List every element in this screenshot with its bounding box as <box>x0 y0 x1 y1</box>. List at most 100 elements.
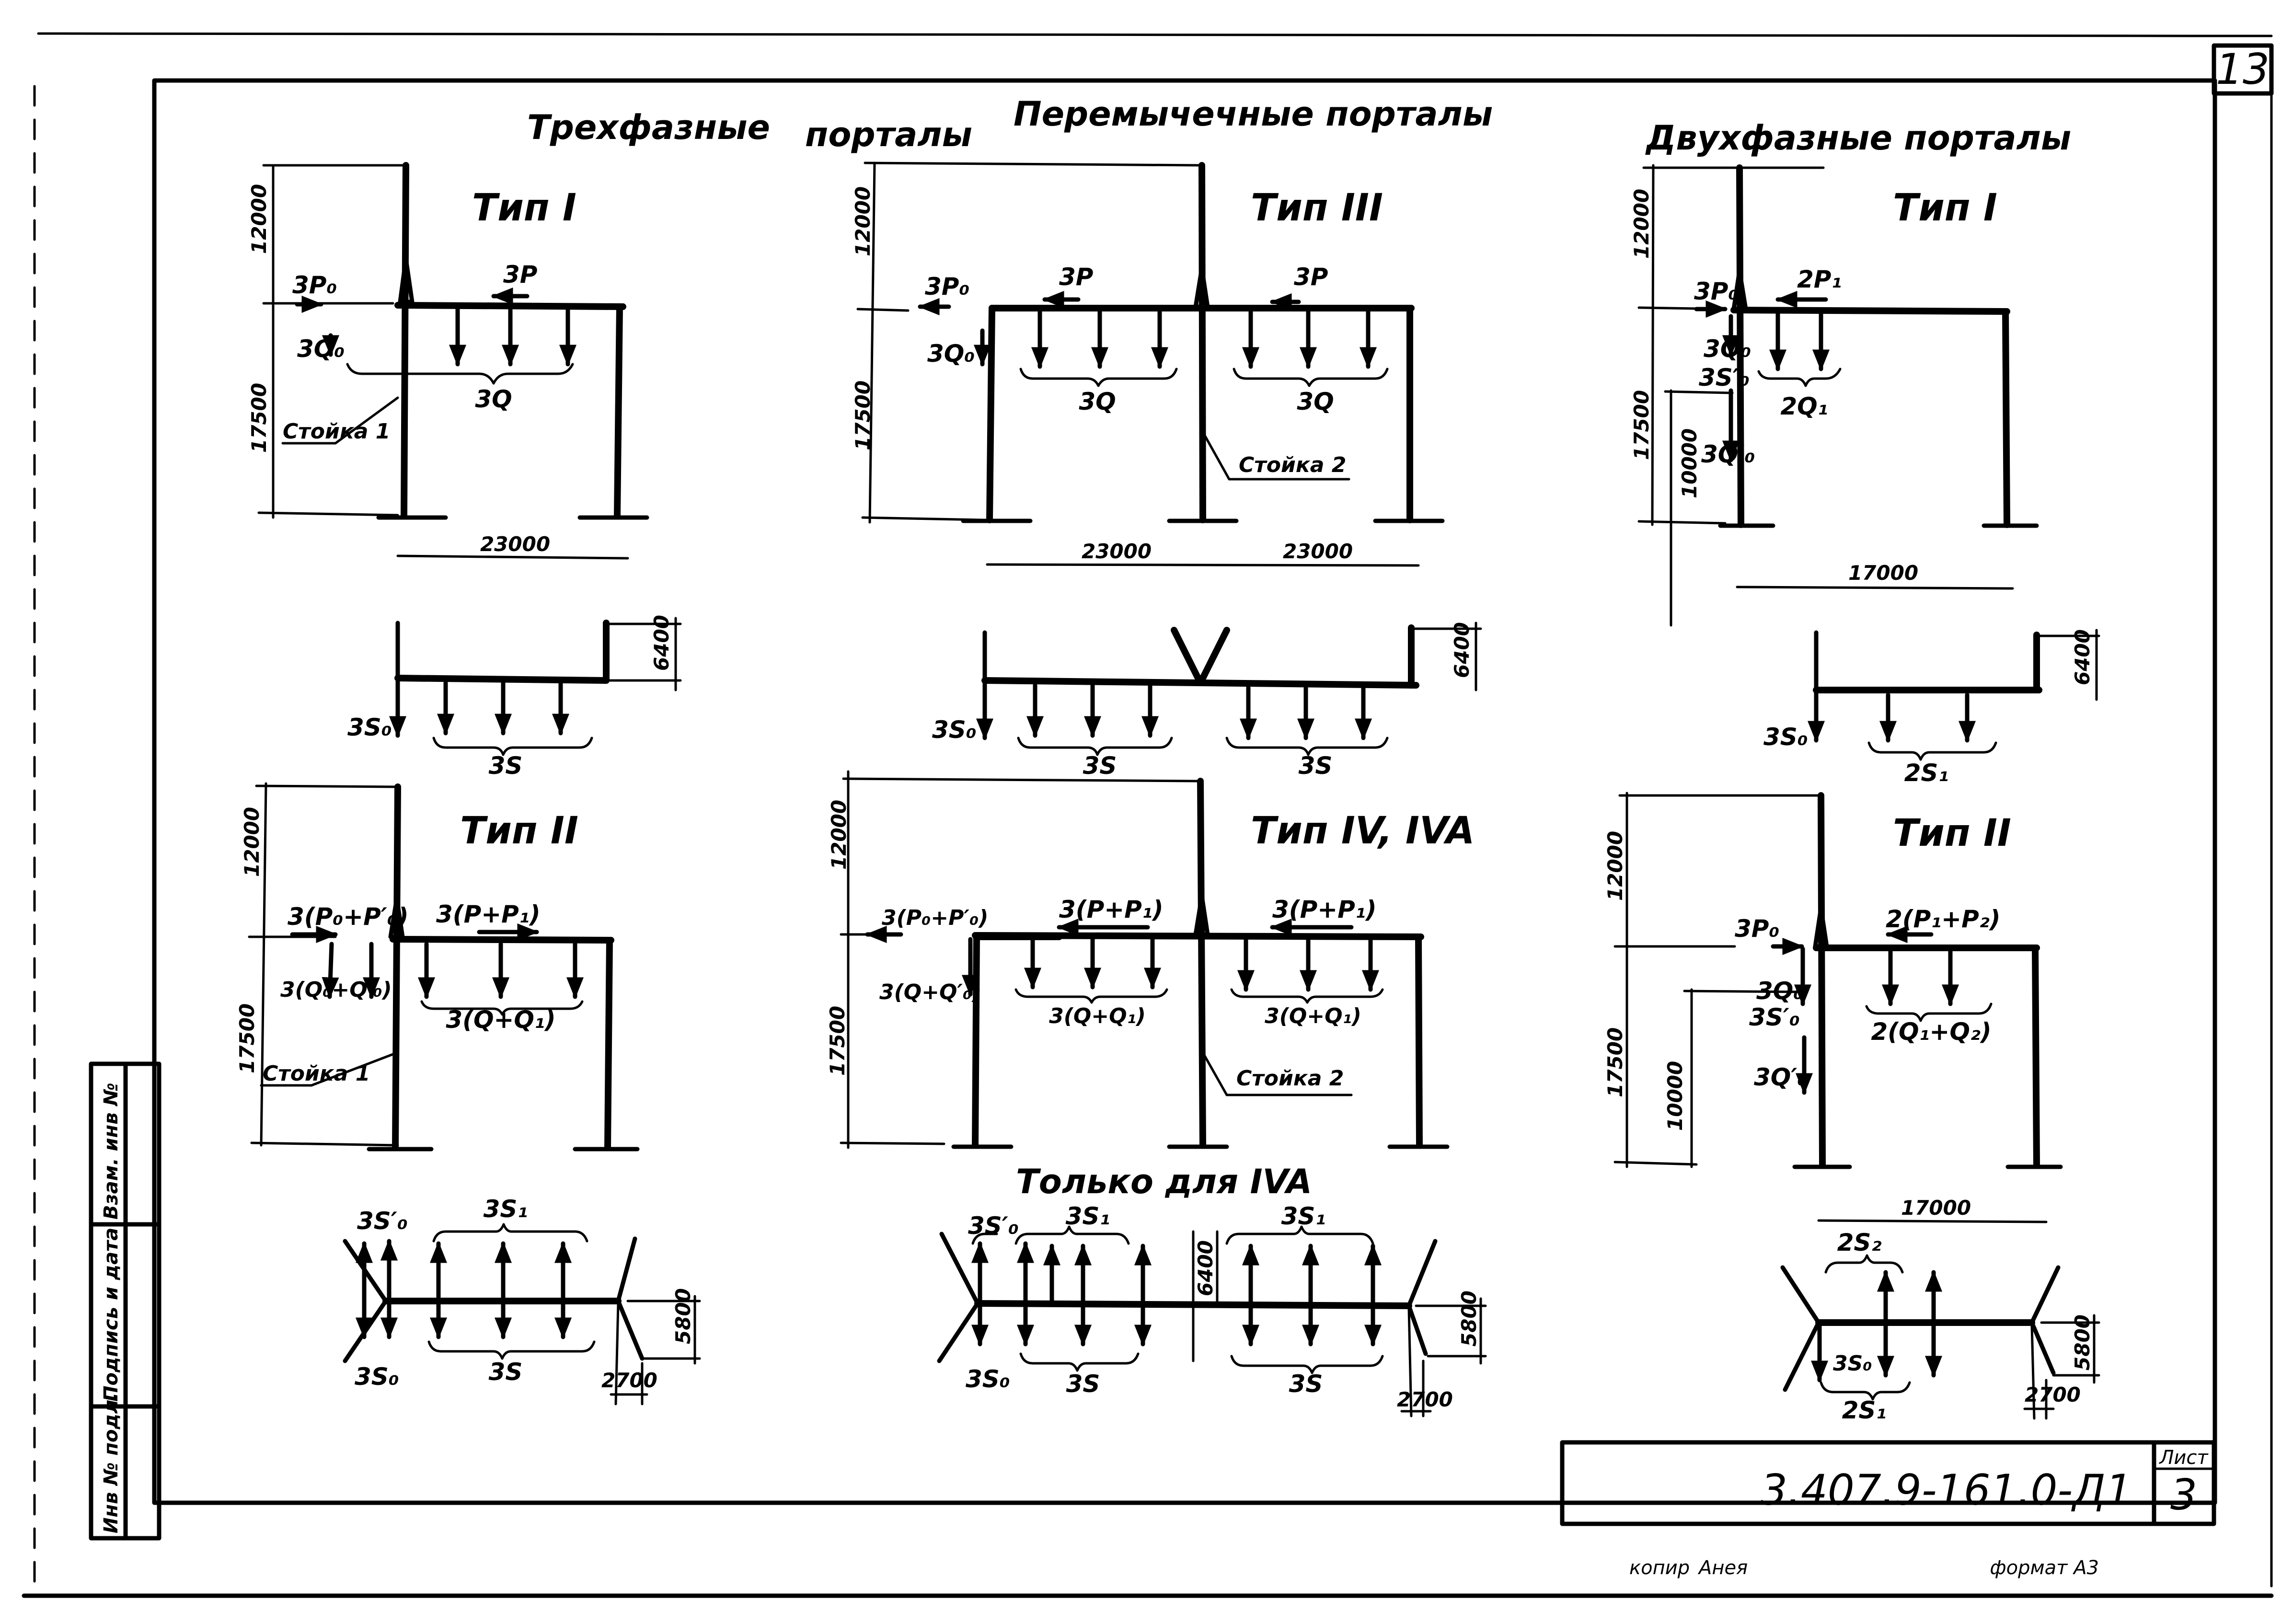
load-p0: 3(P₀+P′₀) <box>882 906 988 930</box>
copied-by: Анея <box>1697 1557 1748 1579</box>
sketch-s1: 3S₁ <box>484 1195 528 1223</box>
dim-main: 17500 <box>235 1003 259 1073</box>
sketch-height: 6400 <box>1450 622 1474 678</box>
dim-top: 12000 <box>1630 189 1653 259</box>
load-p0: 3P₀ <box>292 271 337 299</box>
dim-top: 12000 <box>827 800 851 870</box>
load-q0: 3Q₀ <box>297 335 345 363</box>
sketch-s: 3S <box>489 752 523 780</box>
page-number-box: 13 <box>2212 43 2274 96</box>
load-q: 3(Q+Q₁) <box>446 1006 555 1034</box>
load-p0: 3(P₀+P′₀) <box>288 903 409 931</box>
post-label: Стойка 2 <box>1239 453 1346 477</box>
load-p-right: 3(P+P₁) <box>1272 896 1377 923</box>
panel-two-phase-type-1: Тип I 12000 17500 10000 17000 3P₀ 2P₁ 3Q… <box>1630 164 2039 627</box>
sketch-s2: 2S₂ <box>1837 1229 1882 1256</box>
load-q0: 3(Q₀+Q′₀) <box>280 978 392 1002</box>
page-number: 13 <box>2216 45 2270 94</box>
panel-title: Тип II <box>1893 812 2011 855</box>
load-p: 3(P+P₁) <box>436 900 541 928</box>
sketch-s0: 3S₀ <box>966 1365 1010 1393</box>
load-q0: 3Q₀ <box>927 340 975 368</box>
dim-span-1: 23000 <box>1082 540 1152 563</box>
sketch-s: 3S <box>489 1358 523 1386</box>
heading-jumper-portals: Перемычечные порталы <box>1014 94 1493 134</box>
dim-low: 10000 <box>1663 1061 1687 1131</box>
load-q0: 3Q₀ <box>1704 335 1751 363</box>
heading-three-phase: Трехфазные <box>527 108 770 147</box>
load-p0: 3P₀ <box>1694 277 1739 305</box>
sketch-height: 6400 <box>650 615 673 671</box>
sketch-s-left: 3S <box>1083 752 1117 780</box>
sketch-jumper-1: 6400 3S₀ 3S 3S <box>932 622 1482 780</box>
load-p-right: 3P <box>1294 263 1328 291</box>
sketch-s0: 3S₀ <box>1763 723 1808 751</box>
heading-only-for-iva: Только для IVA <box>1016 1162 1312 1201</box>
dim-main: 17500 <box>247 383 271 453</box>
sketch-s0-prime: 3S′₀ <box>968 1212 1019 1240</box>
sheet-label: Лист <box>2158 1447 2209 1469</box>
load-p0: 3P₀ <box>925 273 969 300</box>
side-stamp-signature: Подпись и дата <box>100 1228 122 1402</box>
heading-two-phase-portals: Двухфазные порталы <box>1645 118 2071 158</box>
sketch-height-mid: 6400 <box>1194 1240 1217 1296</box>
dim-span: 17000 <box>1901 1196 1971 1220</box>
title-block: Лист 3 3.407.9-161.0-Д1 копир Анея форма… <box>1560 1440 2216 1579</box>
sketch-three-phase-2: 3S′₀ 3S₁ 3S₀ 3S 5800 2700 <box>343 1195 701 1405</box>
sketch-height: 5800 <box>671 1288 695 1344</box>
heading-three-phase-portals: порталы <box>805 115 972 154</box>
dim-top: 12000 <box>851 186 875 256</box>
load-q12: 2(Q₁+Q₂) <box>1871 1018 1991 1046</box>
sketch-width: 2700 <box>601 1369 657 1392</box>
sketch-s1: 2S₁ <box>1904 759 1949 787</box>
dim-top: 12000 <box>1603 831 1627 901</box>
sketch-s0: 3S₀ <box>932 716 977 744</box>
sketch-s-right: 3S <box>1289 1370 1323 1398</box>
sketch-s0: 3S₀ <box>355 1363 399 1391</box>
post-label: Стойка 2 <box>1236 1066 1344 1091</box>
load-q0: 3(Q+Q′₀) <box>879 980 981 1004</box>
sketch-s0: 3S₀ <box>347 714 392 741</box>
sketch-three-phase-1: 6400 3S₀ 3S <box>347 615 682 780</box>
panel-three-phase-type-1: Тип I 12000 17500 23000 3P₀ 3P 3Q₀ 3Q <box>247 162 649 560</box>
side-stamp: Инв № подл. Подпись и дата Взам. инв № <box>89 1061 161 1541</box>
dim-main: 17500 <box>826 1006 849 1076</box>
panel-title: Тип III <box>1251 186 1383 230</box>
panel-title: Тип I <box>472 186 576 230</box>
dim-low: 10000 <box>1678 428 1701 498</box>
load-p-left: 3P <box>1059 263 1093 291</box>
sketch-s1-right: 3S₁ <box>1281 1202 1326 1230</box>
sketch-s0: 3S₀ <box>1833 1351 1872 1376</box>
load-q-left: 3Q <box>1079 388 1116 415</box>
dim-span: 17000 <box>1848 561 1918 585</box>
sketch-width: 2700 <box>2025 1383 2081 1406</box>
sketch-s0-prime: 3S′₀ <box>357 1207 408 1235</box>
load-q0-prime: 3Q′₀ <box>1701 440 1755 468</box>
load-q1: 2Q₁ <box>1780 392 1828 420</box>
sketch-s-right: 3S <box>1299 752 1333 780</box>
side-stamp-inv-orig: Инв № подл. <box>100 1393 122 1533</box>
sketch-two-phase-2: 2S₂ 3S₀ 2S₁ 5800 2700 <box>1780 1229 2100 1424</box>
panel-two-phase-type-2: Тип II 12000 17500 10000 17000 3P₀ 2(P₁+… <box>1603 792 2063 1223</box>
load-q-right: 3Q <box>1297 388 1334 415</box>
sketch-jumper-2: 3S′₀ 3S₁ 3S₁ 3S₀ 3S 3S 6400 5800 2700 <box>937 1202 1487 1417</box>
panel-title: Тип I <box>1893 186 1997 230</box>
panel-jumper-type-4: Тип IV, IVA 12000 17500 3(P₀+P′₀) 3(P+P₁… <box>826 770 1475 1149</box>
dim-top: 12000 <box>247 184 271 254</box>
load-q0: 3Q₀ <box>1756 977 1804 1005</box>
sketch-two-phase-1: 6400 3S₀ 2S₁ <box>1763 629 2100 787</box>
load-q0-prime: 3Q′₀ <box>1754 1063 1808 1091</box>
dim-main: 17500 <box>1603 1027 1627 1097</box>
dim-main: 17500 <box>1630 390 1653 460</box>
document-code: 3.407.9-161.0-Д1 <box>1761 1465 2132 1515</box>
post-label: Стойка 1 <box>263 1061 370 1086</box>
format-label: формат А3 <box>1990 1557 2099 1579</box>
panel-title: Тип IV, IVA <box>1251 809 1475 852</box>
load-s0-prime: 3S′₀ <box>1699 364 1750 392</box>
dim-span: 23000 <box>480 532 550 556</box>
sheet-frame <box>22 32 2274 1598</box>
load-q: 3Q <box>475 385 512 413</box>
copied-label: копир <box>1629 1557 1690 1579</box>
panel-three-phase-type-2: Тип II 12000 17500 3(P₀+P′₀) 3(P+P₁) 3(Q… <box>235 782 640 1152</box>
